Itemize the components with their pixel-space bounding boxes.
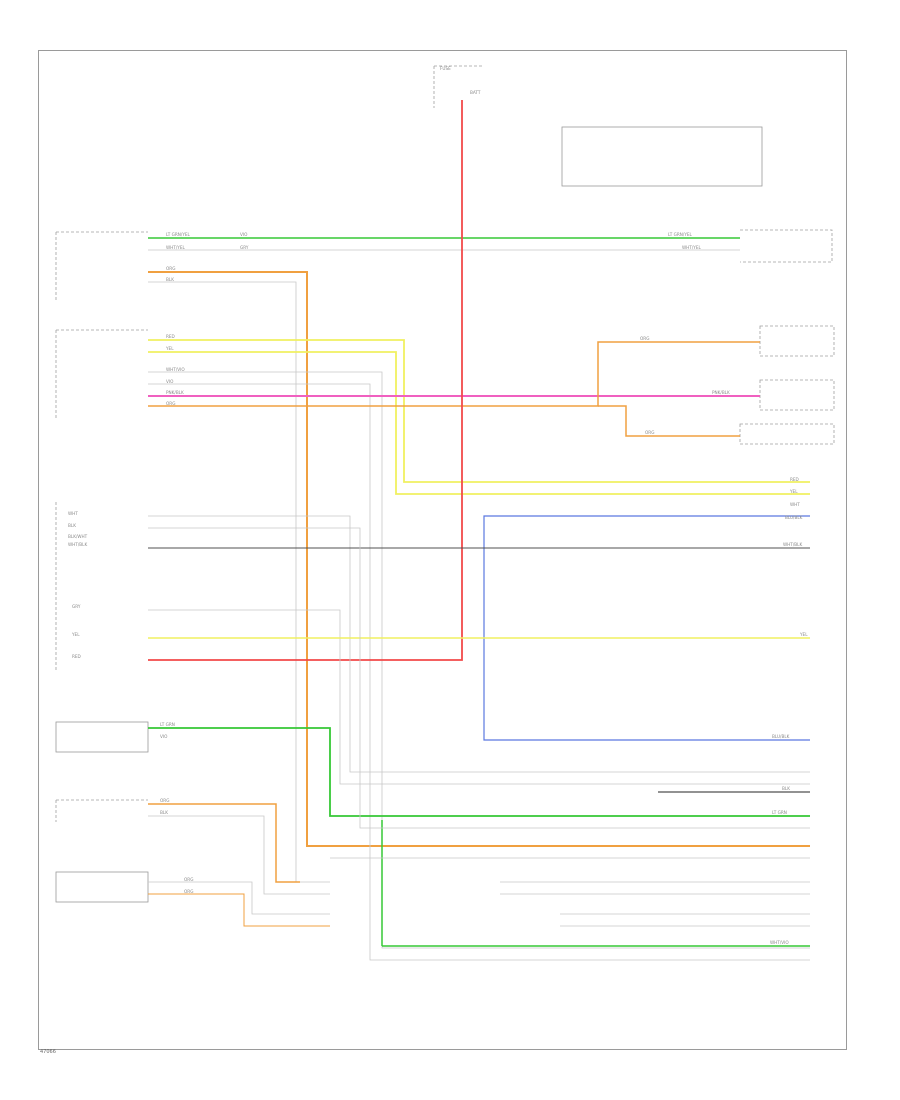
label-b1-right: BLU/BLK xyxy=(785,515,803,520)
label-g2-right: WHT/YEL xyxy=(682,245,701,250)
label-lg1: LT GRN xyxy=(160,722,175,727)
label-y3: WHT/VIO xyxy=(166,367,185,372)
fuse-block xyxy=(433,65,482,108)
label-p1-bottom: ORG xyxy=(184,889,193,894)
wire-gray-14 xyxy=(148,527,810,829)
diagram-code: 47066 xyxy=(40,1049,56,1055)
label-p2: ORG xyxy=(166,401,175,406)
wire-green-2 xyxy=(148,727,810,817)
component-box-right-4 xyxy=(759,379,835,411)
label-y2-right: YEL xyxy=(789,489,798,494)
label-batt-top: BATT xyxy=(470,90,481,95)
label-b1-lower: BLU/BLK xyxy=(772,734,790,739)
label-b2: WHT/BLK xyxy=(68,542,87,547)
component-box-2 xyxy=(55,329,148,418)
label-y2: YEL xyxy=(165,346,174,351)
component-box-5 xyxy=(55,799,148,822)
label-o1: ORG xyxy=(166,266,175,271)
wire-gray-2 xyxy=(148,281,330,883)
label-lg1-right: LT GRN xyxy=(772,810,787,815)
wire-red xyxy=(148,100,463,661)
component-box-right-5 xyxy=(739,423,835,445)
label-o1-right: ORG xyxy=(640,336,649,341)
label-o1-lower: ORG xyxy=(160,798,169,803)
label-o2: BLK xyxy=(166,277,174,282)
wire-gray-8 xyxy=(148,881,330,915)
wire-gray-4 xyxy=(148,383,810,961)
label-y5-right: WHT xyxy=(790,502,800,507)
label-s2-lower: BLK xyxy=(782,786,790,791)
label-b2-right: WHT/BLK xyxy=(783,542,802,547)
wire-orange-4 xyxy=(148,803,300,883)
wire-blue xyxy=(483,515,810,741)
label-y4: VIO xyxy=(166,379,174,384)
wire-gray-7 xyxy=(148,815,330,895)
label-lg2: VIO xyxy=(160,734,168,739)
component-box-6 xyxy=(55,871,149,903)
label-s3: BLK/WHT xyxy=(68,534,88,539)
wire-orange-3 xyxy=(598,405,740,437)
label-o2-lower: BLK xyxy=(160,810,168,815)
label-g3: VIO xyxy=(240,232,248,237)
label-r1: RED xyxy=(72,654,81,659)
label-y2-lower-right: YEL xyxy=(799,632,808,637)
wire-yellow-2 xyxy=(148,351,810,495)
wire-gray-6 xyxy=(148,609,810,785)
label-g1: LT GRN/YEL xyxy=(166,232,191,237)
wire-gray-5 xyxy=(148,515,810,773)
label-g2: WHT/YEL xyxy=(166,245,185,250)
label-p1-right: PNK/BLK xyxy=(712,390,730,395)
wire-yellow-1 xyxy=(148,339,810,483)
label-misc: GRY xyxy=(72,604,81,609)
label-y2-lower: YEL xyxy=(71,632,80,637)
component-box-right-3 xyxy=(759,325,835,357)
label-fuse-top: FUSE xyxy=(440,66,451,71)
component-box-right-top xyxy=(561,126,763,187)
label-s1: WHT xyxy=(68,511,78,516)
label-y1: RED xyxy=(166,334,175,339)
wire-orange-5 xyxy=(148,893,330,927)
label-g4: GRY xyxy=(240,245,249,250)
component-box-right-2 xyxy=(740,229,833,263)
label-o1-bottom: ORG xyxy=(184,877,193,882)
wire-orange-1 xyxy=(148,271,810,847)
label-y3-bottom: WHT/VIO xyxy=(770,940,789,945)
label-y1-right: RED xyxy=(790,477,799,482)
label-p1: PNK/BLK xyxy=(166,390,184,395)
component-box-1 xyxy=(55,231,148,302)
component-box-4 xyxy=(55,721,149,753)
diagram-frame xyxy=(38,50,847,1050)
label-g1-right: LT GRN/YEL xyxy=(668,232,693,237)
label-o1-right-2: ORG xyxy=(645,430,654,435)
label-s2: BLK xyxy=(68,523,76,528)
wire-orange-2 xyxy=(148,341,760,407)
